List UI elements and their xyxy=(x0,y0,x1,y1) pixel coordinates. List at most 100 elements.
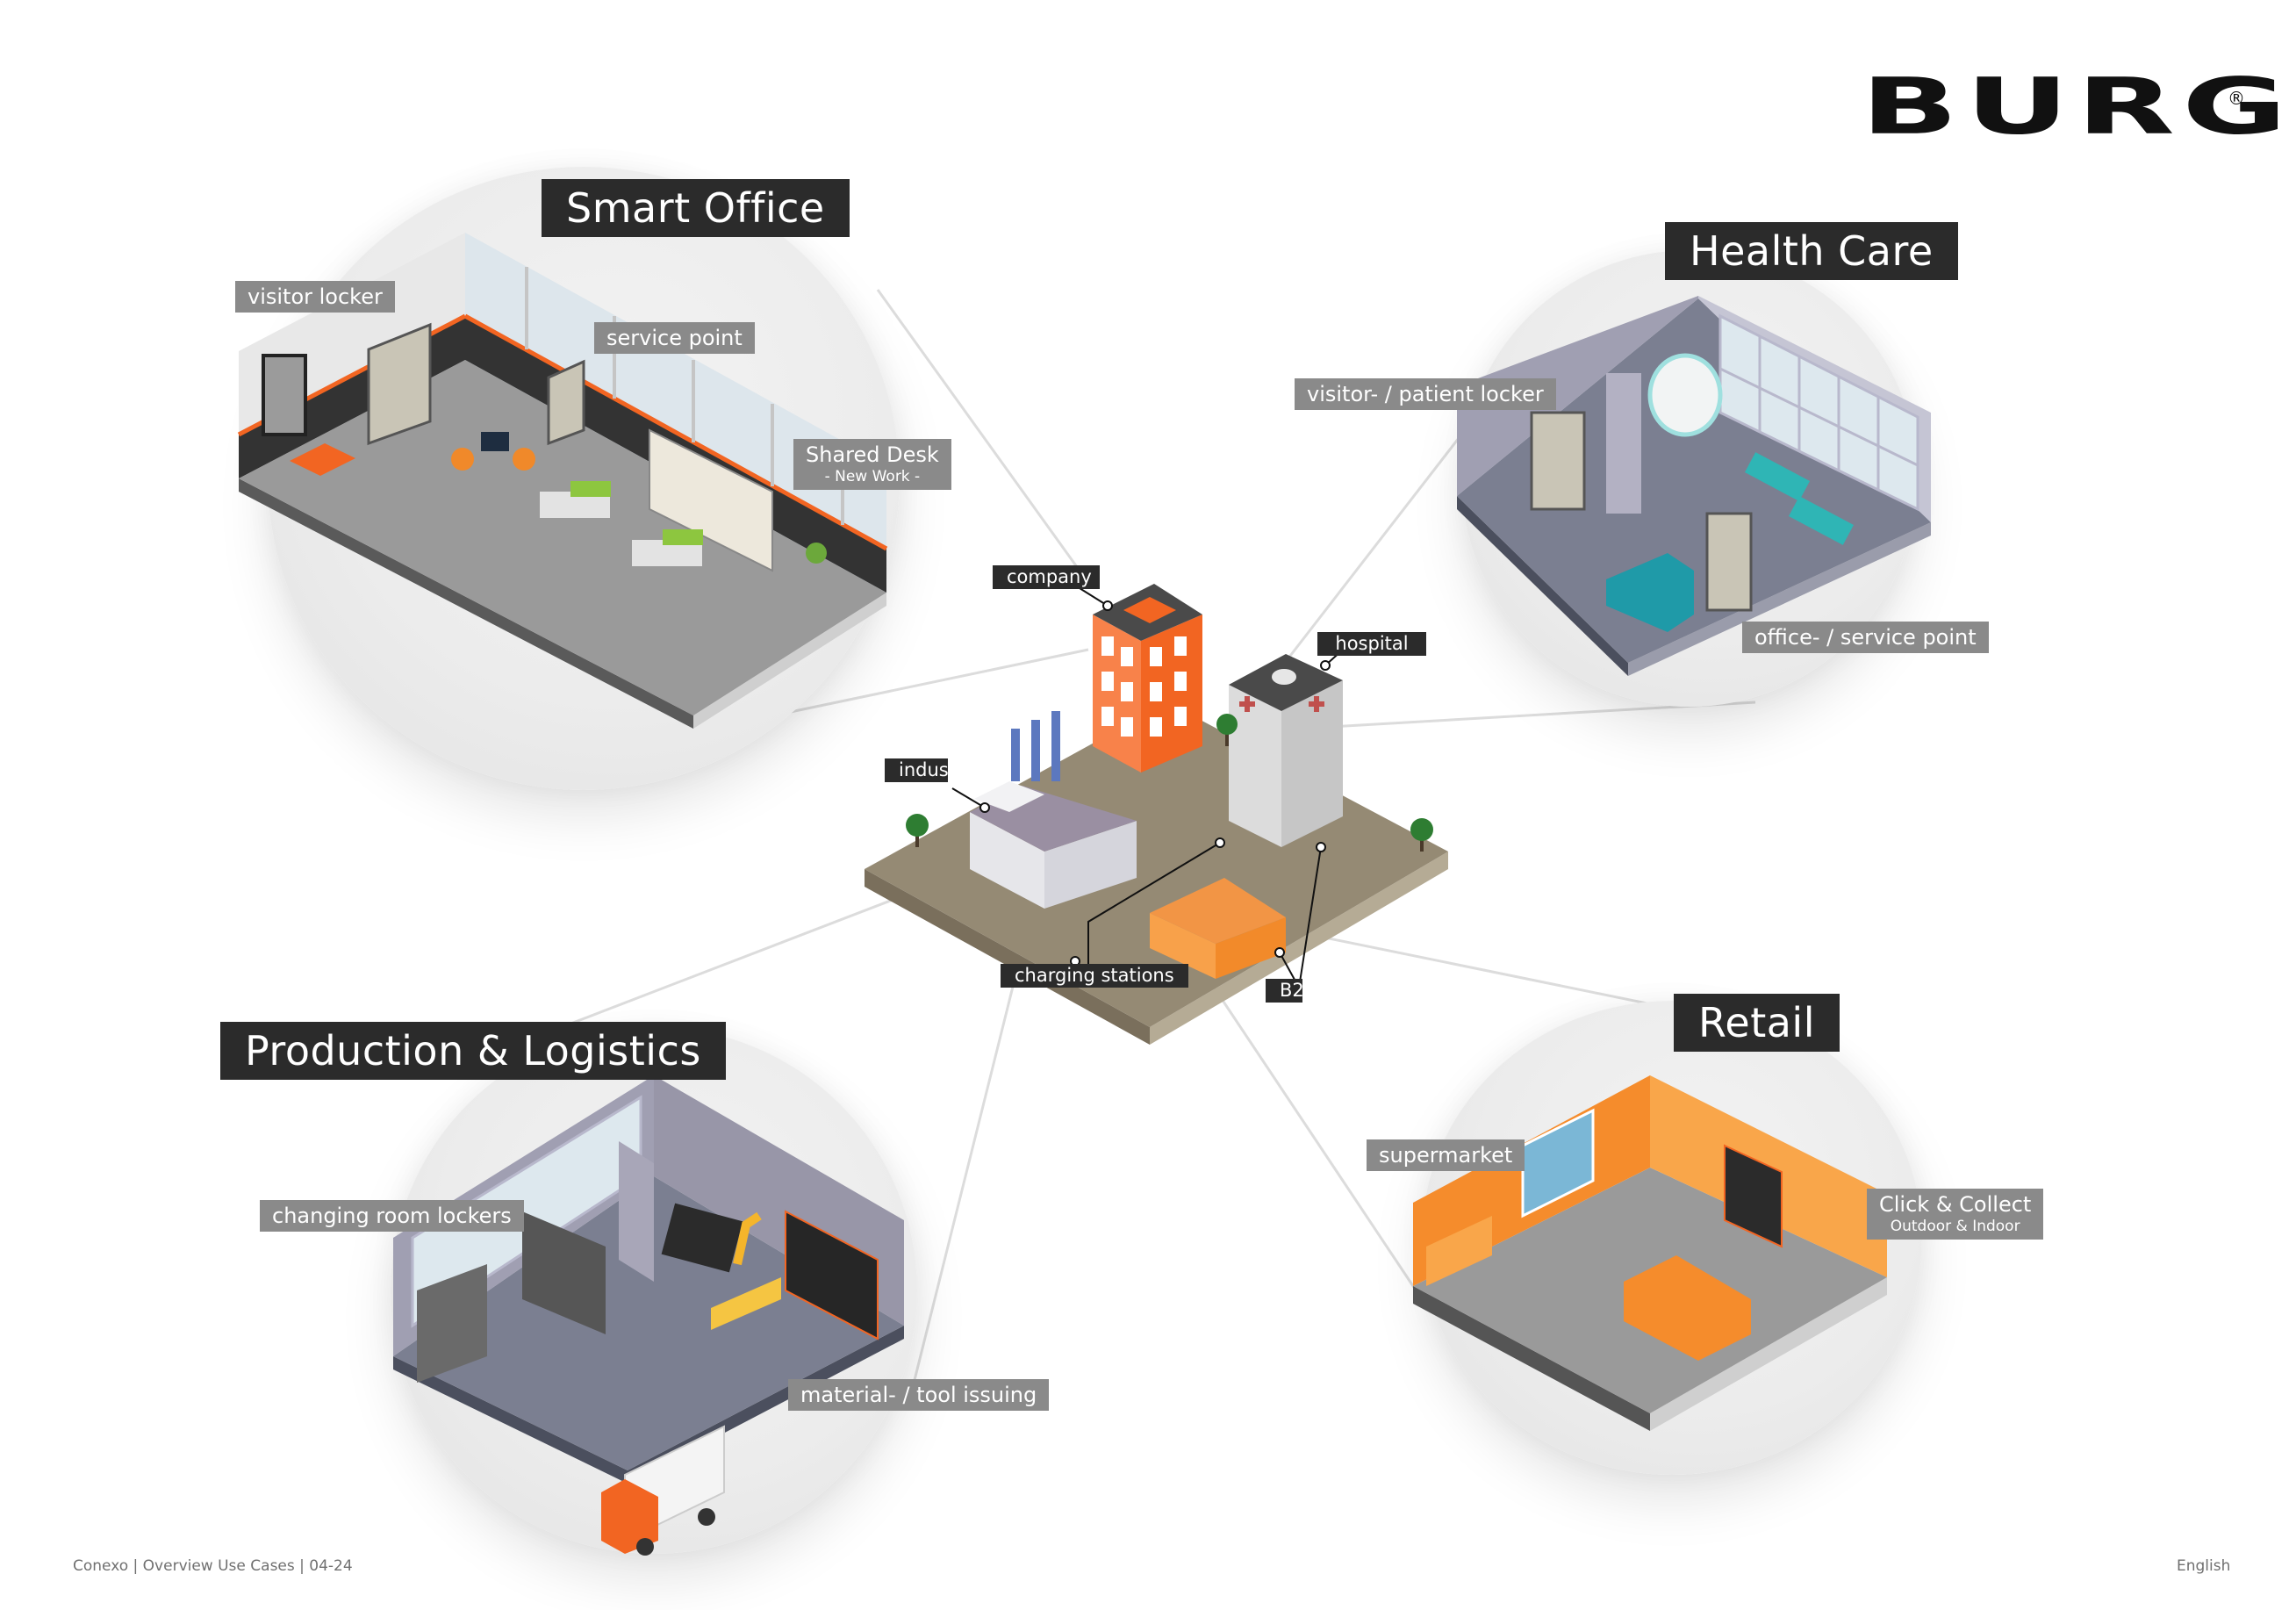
registered-mark: ® xyxy=(2228,88,2245,109)
health-floor xyxy=(1457,298,1931,663)
industry-pin xyxy=(979,802,990,813)
label-changing-room-lockers: changing room lockers xyxy=(260,1200,524,1232)
b2c-pin-2 xyxy=(1316,842,1326,852)
production-floor-side xyxy=(393,1356,628,1484)
central-hub xyxy=(865,584,1448,1045)
shared-desk-subtitle: - New Work - xyxy=(824,468,921,485)
reception-desk xyxy=(1606,553,1694,632)
hub-ground-side-right xyxy=(1150,852,1448,1045)
label-industry: industry xyxy=(885,758,974,782)
retail-floor-side xyxy=(1413,1286,1650,1431)
label-hospital: hospital xyxy=(1317,632,1426,656)
production-room xyxy=(393,1075,904,1556)
pouf-1 xyxy=(451,448,474,471)
shared-desk-lockers xyxy=(649,428,773,572)
truck-wheel-1 xyxy=(636,1538,654,1556)
production-floor xyxy=(393,1176,904,1470)
label-visitor-patient-locker: visitor- / patient locker xyxy=(1295,378,1556,410)
charging-pin-1 xyxy=(1215,837,1225,848)
desk-2-divider xyxy=(663,529,703,545)
label-click-collect: Click & Collect Outdoor & Indoor xyxy=(1867,1189,2044,1240)
connector-production-2 xyxy=(911,965,1020,1388)
coffee-table xyxy=(481,432,509,451)
industry-roof-block xyxy=(974,781,1044,812)
connector-production xyxy=(561,894,905,1029)
bed-2 xyxy=(1788,496,1855,545)
smart-office-room xyxy=(237,233,888,729)
office-floor xyxy=(239,360,886,715)
hospital-helipad xyxy=(1272,669,1296,685)
elevator-door xyxy=(262,354,307,436)
click-collect-subtitle: Outdoor & Indoor xyxy=(1890,1218,2020,1235)
health-floor-side xyxy=(1457,496,1628,676)
label-service-point: service point xyxy=(594,322,755,354)
logo-wordmark: BURG xyxy=(1861,61,2294,153)
label-b2c: B2C xyxy=(1266,979,1317,1003)
company-pin xyxy=(1102,600,1113,611)
hospital-tower-right xyxy=(1281,680,1343,847)
footer-document-info: Conexo | Overview Use Cases | 04-24 xyxy=(73,1557,353,1575)
pouf-2 xyxy=(513,448,535,471)
b2c-store-front xyxy=(1150,913,1216,979)
label-office-service-point: office- / service point xyxy=(1742,622,1989,653)
desk-1-divider xyxy=(570,481,611,497)
b2c-pin-1 xyxy=(1274,947,1285,958)
label-company: company xyxy=(993,565,1100,589)
industry-building-side xyxy=(1044,821,1137,909)
retail-room xyxy=(1413,1075,1887,1431)
chimney-3 xyxy=(1051,711,1060,781)
click-collect-title: Click & Collect xyxy=(1879,1192,2032,1217)
robot-arm xyxy=(733,1211,762,1266)
health-partition xyxy=(1606,373,1641,514)
connector-retail-2 xyxy=(1209,982,1424,1300)
health-left-wall xyxy=(1457,296,1698,496)
red-cross-icon xyxy=(1239,696,1324,712)
production-partition xyxy=(619,1141,654,1282)
service-point-unit xyxy=(547,359,585,446)
footer-language: English xyxy=(2177,1557,2231,1575)
patient-locker-unit xyxy=(1530,411,1586,511)
conveyor-machine xyxy=(661,1203,743,1273)
burg-logo: BURG ® xyxy=(1861,68,2287,163)
connector-health-care xyxy=(1298,701,1756,730)
changing-lockers-2 xyxy=(522,1211,606,1334)
checkout-counter xyxy=(1624,1255,1751,1361)
shared-desk-title: Shared Desk xyxy=(806,442,939,467)
title-retail: Retail xyxy=(1674,994,1840,1052)
chimney-2 xyxy=(1031,720,1040,781)
click-collect-locker xyxy=(1724,1144,1783,1248)
office-floor-side-right xyxy=(693,593,886,729)
hospital-pin xyxy=(1320,660,1331,671)
deli-counter xyxy=(1426,1216,1492,1286)
label-shared-desk: Shared Desk - New Work - xyxy=(793,439,951,490)
tool-issuing-locker xyxy=(785,1210,879,1340)
visitor-locker-unit xyxy=(367,322,432,446)
office-floor-side-left xyxy=(239,478,693,729)
label-material-tool-issuing: material- / tool issuing xyxy=(788,1379,1050,1411)
connector-smart-office-2 xyxy=(876,289,1081,571)
title-smart-office: Smart Office xyxy=(542,179,850,237)
retail-floor-side-right xyxy=(1650,1277,1887,1431)
label-visitor-locker: visitor locker xyxy=(235,281,395,313)
company-roof-box xyxy=(1123,597,1176,623)
b2c-store-roof xyxy=(1150,878,1286,944)
tree-icon xyxy=(906,714,1433,852)
truck-wheel-2 xyxy=(698,1508,715,1526)
industry-building-front xyxy=(970,812,1044,909)
retail-shelf xyxy=(1521,1108,1595,1218)
welcome-mat xyxy=(290,443,355,476)
label-supermarket: supermarket xyxy=(1367,1139,1525,1171)
safety-fence xyxy=(711,1277,781,1330)
changing-lockers xyxy=(417,1264,487,1383)
b2c-store-side xyxy=(1216,917,1286,979)
hospital-tower-left xyxy=(1229,685,1281,847)
service-locker-unit xyxy=(1705,512,1753,612)
hub-ground-side-left xyxy=(865,869,1150,1045)
title-health-care: Health Care xyxy=(1665,222,1958,280)
title-production-logistics: Production & Logistics xyxy=(220,1022,726,1080)
mri-scanner xyxy=(1647,353,1723,437)
bed-1 xyxy=(1744,452,1811,501)
